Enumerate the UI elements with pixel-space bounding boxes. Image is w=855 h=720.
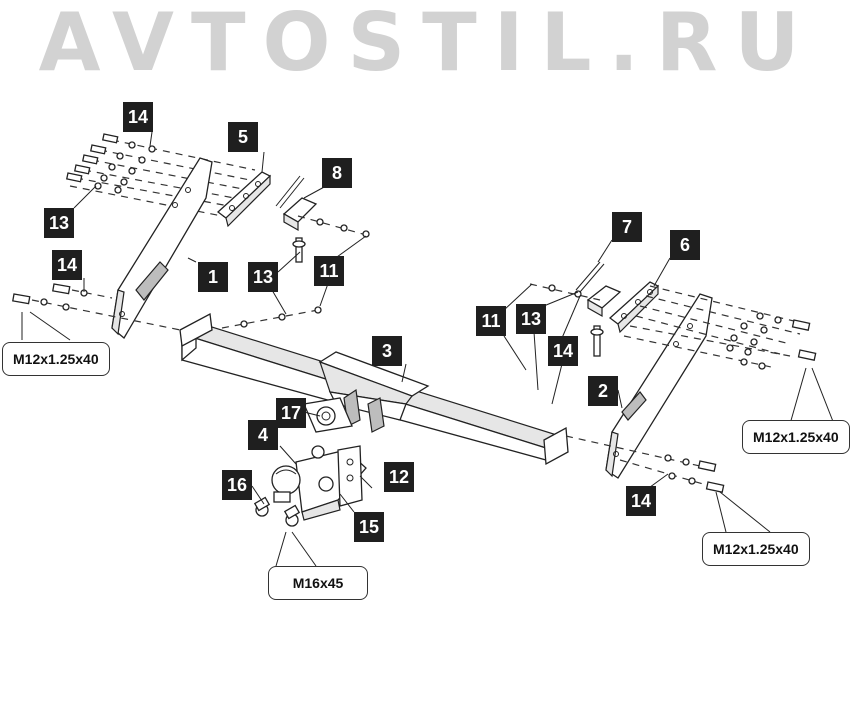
- part-label-8: 8: [322, 158, 352, 188]
- part-label-4: 4: [248, 420, 278, 450]
- part-label-13: 13: [516, 304, 546, 334]
- part-label-15: 15: [354, 512, 384, 542]
- part-label-13: 13: [248, 262, 278, 292]
- part-label-6: 6: [670, 230, 700, 260]
- left-clamp-bracket: [275, 175, 371, 263]
- part-label-13: 13: [44, 208, 74, 238]
- left-bracket-plate: [111, 157, 213, 339]
- part-label-1: 1: [198, 262, 228, 292]
- part-label-16: 16: [222, 470, 252, 500]
- left-upper-bolts: [65, 133, 156, 194]
- part-label-14: 14: [548, 336, 578, 366]
- part-label-2: 2: [588, 376, 618, 406]
- part-label-14: 14: [123, 102, 153, 132]
- right-upper-bolt-lines: [623, 285, 817, 370]
- part-label-11: 11: [314, 256, 344, 286]
- left-clamp-leaders: [221, 306, 322, 329]
- part-label-14: 14: [626, 486, 656, 516]
- bolt-size-label-right-upper: M12x1.25x40: [742, 420, 850, 454]
- bolt-size-label-right-lower: M12x1.25x40: [702, 532, 810, 566]
- left-small-plate: [216, 171, 272, 228]
- bolt-size-label-left: M12x1.25x40: [2, 342, 110, 376]
- right-lower-bolt-lines: [565, 435, 725, 493]
- bolt-size-label-ball: M16x45: [268, 566, 368, 600]
- part-label-14: 14: [52, 250, 82, 280]
- part-label-17: 17: [276, 398, 306, 428]
- ball-mount: [253, 445, 367, 527]
- right-bracket-plate: [605, 293, 713, 479]
- leader-lines: [21, 131, 835, 567]
- part-label-3: 3: [372, 336, 402, 366]
- socket-plate: [303, 397, 353, 433]
- part-label-12: 12: [384, 462, 414, 492]
- crossbar: [179, 312, 569, 466]
- left-lower-bolt-line: [12, 283, 211, 337]
- right-small-plate: [608, 281, 660, 334]
- left-bolt-lines: [69, 139, 256, 219]
- part-label-11: 11: [476, 306, 506, 336]
- part-label-7: 7: [612, 212, 642, 242]
- right-clamp-bracket: [529, 261, 622, 357]
- watermark: AVTOSTIL.RU: [38, 0, 817, 89]
- part-label-5: 5: [228, 122, 258, 152]
